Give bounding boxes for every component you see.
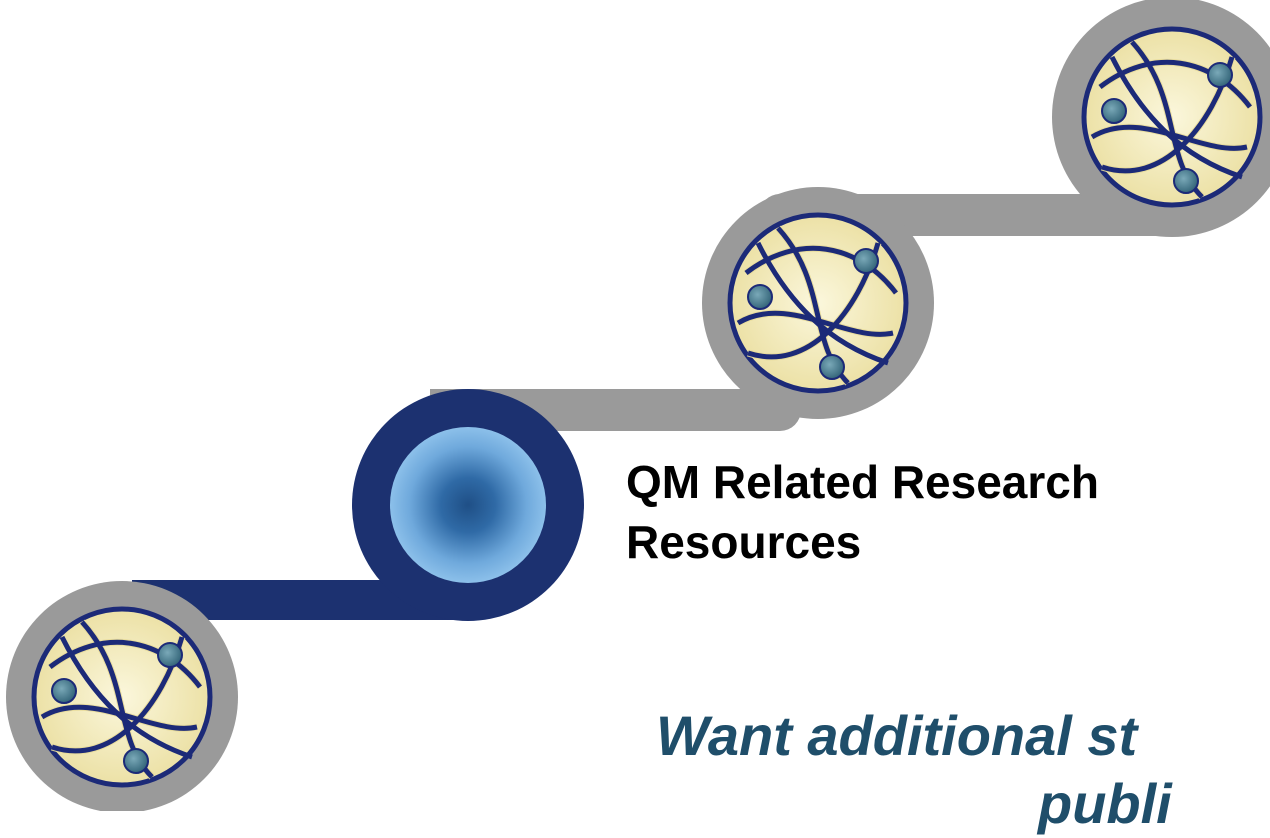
tagline-line-2: publi [1038, 772, 1172, 835]
glowing-orb-icon [352, 389, 584, 621]
tagline-line-1: Want additional st [656, 704, 1138, 767]
heading-line-2: Resources [626, 516, 862, 568]
globe-network-icon [6, 581, 238, 811]
staircase-graphic [6, 0, 1270, 811]
tagline: Want additional st publi [0, 702, 1270, 838]
globe-network-icon [1052, 0, 1270, 237]
section-heading: QM Related Research Resources [626, 452, 1266, 572]
globe-network-icon [702, 187, 934, 419]
heading-line-1: QM Related Research [626, 456, 1099, 508]
